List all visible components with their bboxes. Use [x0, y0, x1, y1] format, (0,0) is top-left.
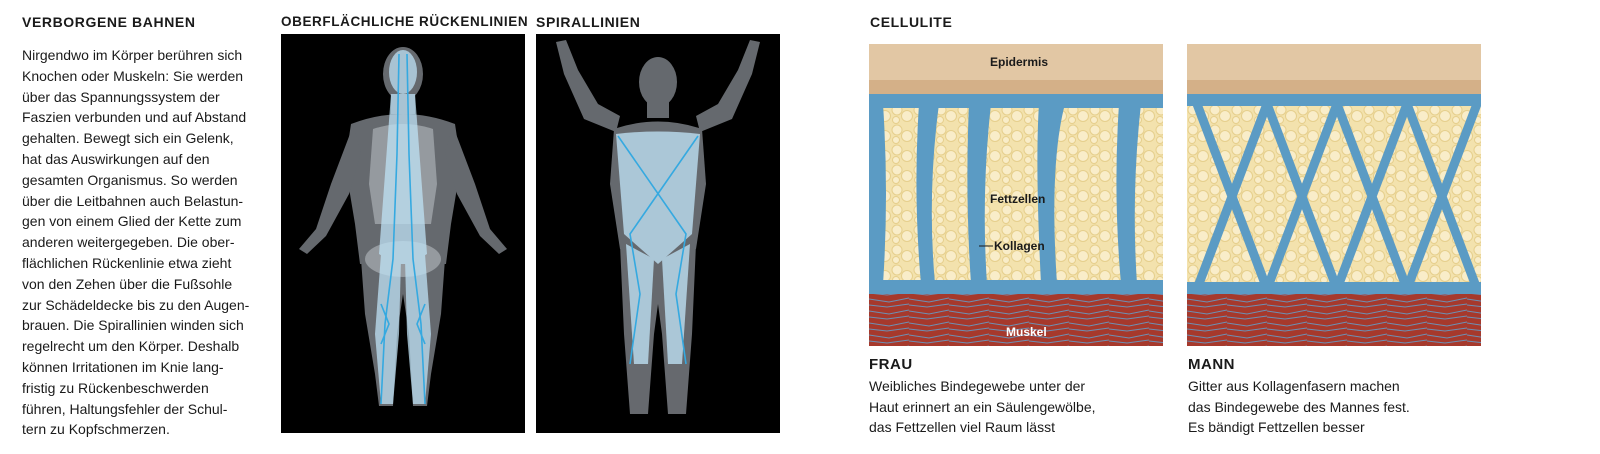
body-line: Faszien verbunden und auf Abstand [22, 109, 247, 126]
man-caption: Gitter aus Kollagenfasern machen das Bin… [1188, 376, 1410, 438]
body-line: können Irritationen im Knie lang- [22, 358, 224, 375]
woman-tissue-illustration [869, 44, 1163, 346]
section-heading-cellulite: CELLULITE [870, 14, 953, 30]
back-line-fascia-fill [375, 50, 431, 404]
caption-line: Es bändigt Fettzellen besser [1188, 419, 1365, 435]
muscle-label: Muskel [1006, 325, 1047, 339]
spiral-line-body-illustration [556, 40, 760, 414]
spiral-line-figure [536, 34, 780, 433]
back-line-body-illustration [299, 47, 507, 406]
body-line: anderen weitergegeben. Die ober- [22, 234, 235, 251]
caption-line: das Fettzellen viel Raum lässt [869, 419, 1055, 435]
collagen-label: Kollagen [994, 239, 1045, 253]
collagen-lattice [1192, 102, 1481, 291]
back-line-figure [281, 34, 525, 433]
epidermis-layer [1187, 44, 1481, 84]
body-line: regelrecht um den Körper. Deshalb [22, 338, 240, 355]
body-line: tern zu Kopfschmerzen. [22, 421, 170, 438]
figure-heading-back-line: OBERFLÄCHLICHE RÜCKENLINIEN [281, 14, 529, 29]
fat-cells-label: Fettzellen [990, 192, 1046, 206]
body-line: zur Schädeldecke bis zu den Augen- [22, 296, 250, 313]
collagen-columns [869, 94, 1163, 296]
epidermis-label: Epidermis [990, 55, 1049, 69]
body-line: gen von einem Glied der Kette zum [22, 213, 242, 230]
spiral-line-fascia-lines [617, 135, 699, 365]
back-line-fascia-lines [380, 53, 426, 405]
section-heading-hidden-paths: VERBORGENE BAHNEN [22, 14, 196, 30]
caption-line: Weibliches Bindegewebe unter der [869, 378, 1086, 394]
body-line: Nirgendwo im Körper berühren sich [22, 47, 243, 63]
body-line: von den Zehen über die Fußsohle [22, 275, 233, 292]
caption-line: Haut erinnert an ein Säulengewölbe, [869, 398, 1096, 415]
body-line: hat das Auswirkungen auf den [22, 150, 210, 167]
muscle-layer [869, 294, 1163, 346]
man-heading: MANN [1188, 356, 1235, 373]
body-line: gehalten. Bewegt sich ein Gelenk, [22, 130, 234, 147]
woman-caption: Weibliches Bindegewebe unter der Haut er… [869, 376, 1096, 438]
intro-body-text: Nirgendwo im Körper berühren sich Knoche… [22, 45, 270, 440]
muscle-layer [1187, 294, 1481, 346]
body-line: fristig zu Rückenbeschwerden [22, 379, 209, 396]
woman-heading: FRAU [869, 356, 913, 373]
figure-heading-spiral-lines: SPIRALLINIEN [536, 14, 641, 30]
body-line: über das Spannungssystem der [22, 88, 220, 105]
caption-line: Gitter aus Kollagenfasern machen [1188, 378, 1400, 394]
epidermis-layer [869, 44, 1163, 84]
man-tissue-illustration [1187, 44, 1481, 346]
body-line: führen, Haltungsfehler der Schul- [22, 400, 228, 417]
caption-line: das Bindegewebe des Mannes fest. [1188, 398, 1410, 415]
body-line: gesamten Organismus. So werden [22, 171, 238, 188]
body-line: über die Leitbahnen auch Belastun- [22, 192, 244, 209]
body-line: Knochen oder Muskeln: Sie werden [22, 67, 244, 84]
body-line: brauen. Die Spirallinien winden sich [22, 317, 244, 334]
body-line: flächlichen Rückenlinie etwa zieht [22, 254, 232, 271]
